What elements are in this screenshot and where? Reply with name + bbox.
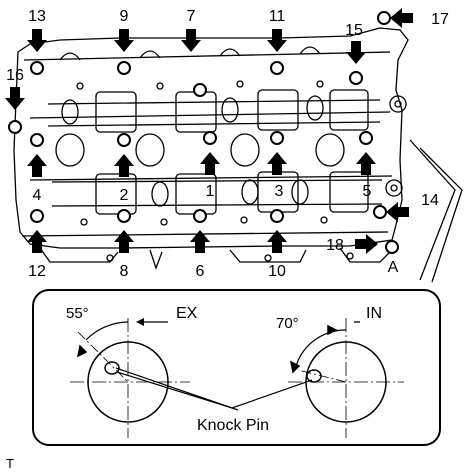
arrow-12: [27, 230, 47, 253]
bolt-17: [377, 11, 391, 25]
arrow-16: [5, 87, 25, 110]
label-bolt-13: 13: [28, 8, 46, 25]
label-bolt-11: 11: [269, 8, 286, 25]
label-bolt-9: 9: [120, 8, 129, 25]
arrow-group: [5, 8, 413, 254]
arrow-9: [114, 29, 134, 52]
ex-camshaft: [70, 318, 190, 438]
bolt-16: [8, 120, 22, 134]
knock-pin-label: Knock Pin: [197, 417, 269, 434]
label-bolt-15: 15: [345, 22, 363, 39]
label-bolt-6: 6: [196, 263, 205, 280]
bolt-labels: 13 9 7 11 15 17 16 4 2 1 3 5 12 8 6 10 1…: [6, 8, 449, 280]
label-bolt-14: 14: [421, 192, 439, 209]
arrow-11: [267, 29, 287, 52]
knock-pin-detail: 55° EX 70° IN Knock Pin: [32, 289, 441, 446]
label-bolt-8: 8: [120, 263, 129, 280]
arrow-7: [181, 29, 201, 52]
arrow-17: [390, 8, 413, 28]
label-bolt-1: 1: [206, 183, 215, 200]
callout-lines: [409, 139, 463, 283]
bolt-14: [373, 205, 387, 219]
in-label: IN: [366, 305, 382, 322]
bolt-7: [193, 83, 207, 97]
ex-label: EX: [176, 305, 198, 322]
bolt-12: [30, 209, 44, 223]
label-bolt-18: 18: [326, 237, 344, 254]
label-bolt-4: 4: [33, 187, 42, 204]
bolt-9: [117, 61, 131, 75]
bolt-2: [117, 133, 131, 147]
detail-frame: [32, 289, 441, 446]
label-bolt-5: 5: [363, 183, 372, 200]
bolt-5: [359, 131, 373, 145]
label-bolt-12: 12: [28, 263, 46, 280]
ex-angle-label: 55°: [66, 305, 89, 322]
bolt-10: [270, 209, 284, 223]
label-bolt-10: 10: [268, 263, 286, 280]
bolt-18: [385, 240, 399, 254]
label-bolt-16: 16: [6, 67, 24, 84]
corner-code: T: [6, 456, 14, 471]
arrow-1: [200, 152, 220, 175]
in-angle-label: 70°: [276, 315, 299, 332]
bolt-1: [203, 131, 217, 145]
arrow-8: [114, 230, 134, 253]
cylinder-head-body: [13, 27, 409, 270]
in-camshaft: [288, 318, 404, 438]
bolt-13: [30, 61, 44, 75]
bolt-15: [349, 71, 363, 85]
arrow-15: [346, 41, 366, 64]
arrow-4: [27, 154, 47, 177]
bolt-11: [270, 61, 284, 75]
arrow-18: [355, 234, 378, 254]
label-bolt-17: 17: [431, 11, 449, 28]
arrow-14: [386, 202, 409, 222]
bolt-3: [270, 131, 284, 145]
arrow-13: [27, 29, 47, 52]
bolt-8: [117, 209, 131, 223]
bolt-6: [193, 209, 207, 223]
knock-pin-leaders: [115, 367, 313, 411]
label-bolt-2: 2: [120, 187, 129, 204]
label-bolt-3: 3: [275, 183, 284, 200]
bolt-4: [30, 133, 44, 147]
label-bolt-7: 7: [187, 8, 196, 25]
bolt-group: [8, 11, 399, 254]
label-point-a: A: [388, 259, 399, 276]
